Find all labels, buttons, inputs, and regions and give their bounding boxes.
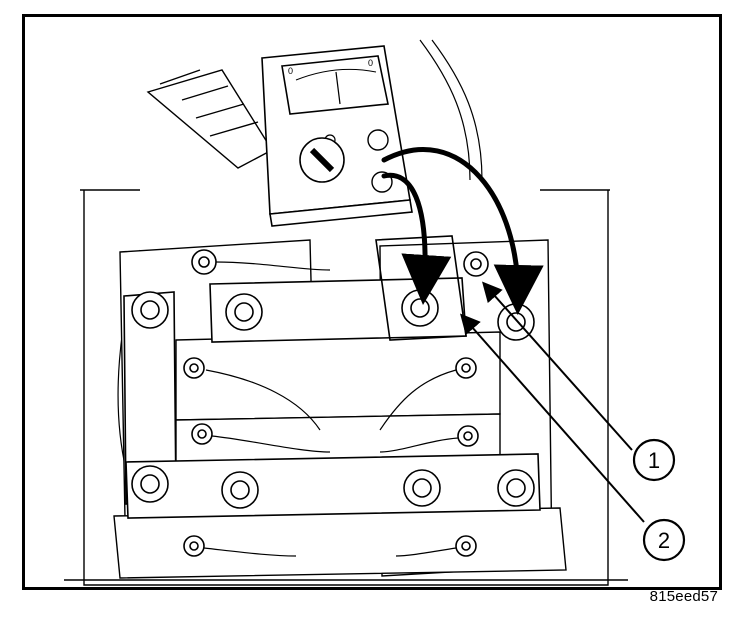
stud-icon [457, 425, 479, 447]
test-lead-red [381, 146, 544, 315]
figure-id: 815eed57 [649, 588, 718, 605]
nut-icon [403, 469, 441, 507]
leader-line-1 [482, 281, 633, 451]
callout-2: 2 [642, 518, 686, 562]
stud-icon [183, 357, 205, 379]
meter-needle [335, 71, 341, 105]
leader-lines [460, 281, 645, 523]
stud-icon [463, 251, 489, 277]
lower-strap [125, 453, 541, 519]
test-lead-black [381, 172, 452, 305]
test-leads [381, 146, 544, 315]
callout-2-label: 2 [658, 528, 670, 553]
nut-icon [131, 465, 169, 503]
stud-icon [455, 535, 477, 557]
stud-icon [183, 535, 205, 557]
stud-icon [455, 357, 477, 379]
meter-scale-right: 0 [368, 58, 373, 68]
nut-icon [225, 293, 263, 331]
nut-icon [131, 291, 169, 329]
figure-frame [22, 14, 722, 590]
callout-1: 1 [632, 438, 676, 482]
cable-connector [146, 69, 273, 169]
meter-scale-left: 0 [288, 66, 293, 76]
leader-line-2 [460, 313, 645, 523]
nut-icon [497, 469, 535, 507]
meter-display [281, 55, 389, 115]
callout-1-label: 1 [648, 448, 660, 473]
jack-icon [367, 129, 389, 151]
multimeter: 0 0 [261, 45, 413, 227]
terminal-straps [123, 235, 541, 519]
nut-icon [221, 471, 259, 509]
battery-tray [64, 189, 628, 586]
cell-wires [203, 261, 459, 557]
stud-icon [191, 423, 213, 445]
stud-icon [191, 249, 217, 275]
nut-icon [401, 289, 439, 327]
